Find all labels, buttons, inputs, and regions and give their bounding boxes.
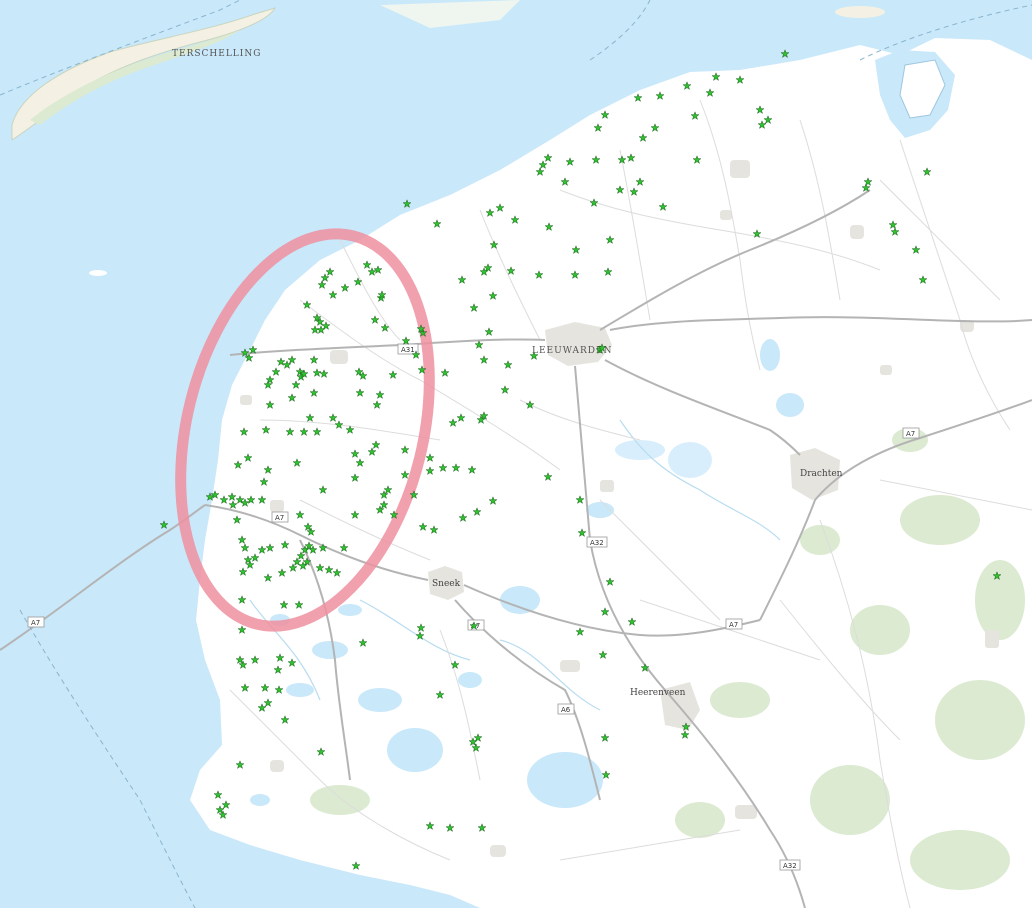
highlight-ellipse <box>175 228 435 632</box>
label-heerenveen: Heerenveen <box>630 688 686 698</box>
a32-road <box>574 365 806 908</box>
road-shield-a7-west: A7 <box>271 511 289 523</box>
leeuwarden-drachten-road <box>604 359 801 456</box>
svg-text:A32: A32 <box>783 862 797 870</box>
mainland <box>190 38 1032 908</box>
svg-text:A7: A7 <box>729 621 738 629</box>
a7-road-sneek-east <box>463 584 761 637</box>
canals <box>249 419 781 711</box>
road-shield-a32-south: A32 <box>779 859 801 871</box>
svg-text:A7: A7 <box>275 514 284 522</box>
label-leeuwarden: LEEUWARDEN <box>532 346 612 356</box>
vegetation <box>310 428 1025 890</box>
road-south-west <box>299 539 351 781</box>
road-shield-a7-mid: A7 <box>725 618 743 630</box>
lauwersmeer-land <box>899 59 946 119</box>
inner-lakes <box>250 339 804 808</box>
label-sneek: Sneek <box>432 579 461 589</box>
road-leeuwarden-dokkum <box>599 189 871 331</box>
label-terschelling: TERSCHELLING <box>172 49 261 59</box>
svg-text:A32: A32 <box>590 539 604 547</box>
leeuwarden-urban <box>545 322 612 366</box>
northeast-islet <box>835 6 885 18</box>
road-north <box>609 316 1032 331</box>
road-shield-a6: A6 <box>557 703 575 715</box>
a6-road <box>454 599 601 801</box>
terschelling-green <box>30 30 240 125</box>
svg-text:A7: A7 <box>31 619 40 627</box>
road-shield-a7-sea: A7 <box>27 616 45 628</box>
road-shield-a7-east: A7 <box>902 427 920 439</box>
sneek-urban <box>428 566 464 600</box>
a7-road-drachten <box>759 399 1032 621</box>
road-shield-a31: A31 <box>397 343 419 355</box>
a7-road-west <box>204 504 429 581</box>
road-shield-a32-north: A32 <box>586 536 608 548</box>
svg-text:A6: A6 <box>561 706 571 714</box>
north-sandbank <box>380 0 520 28</box>
islet <box>89 270 107 276</box>
svg-text:A7: A7 <box>906 430 915 438</box>
label-drachten: Drachten <box>800 469 843 479</box>
svg-text:A31: A31 <box>401 346 415 354</box>
